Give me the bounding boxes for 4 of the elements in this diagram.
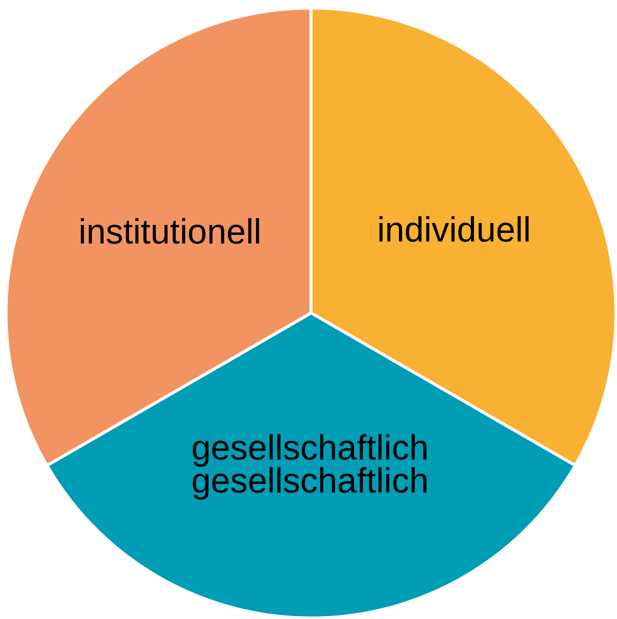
pie-slice (46, 313, 576, 618)
slice-label: gesellschaftlich (191, 430, 429, 466)
slice-label: individuell (377, 212, 531, 248)
slice-label: institutionell (78, 214, 262, 250)
